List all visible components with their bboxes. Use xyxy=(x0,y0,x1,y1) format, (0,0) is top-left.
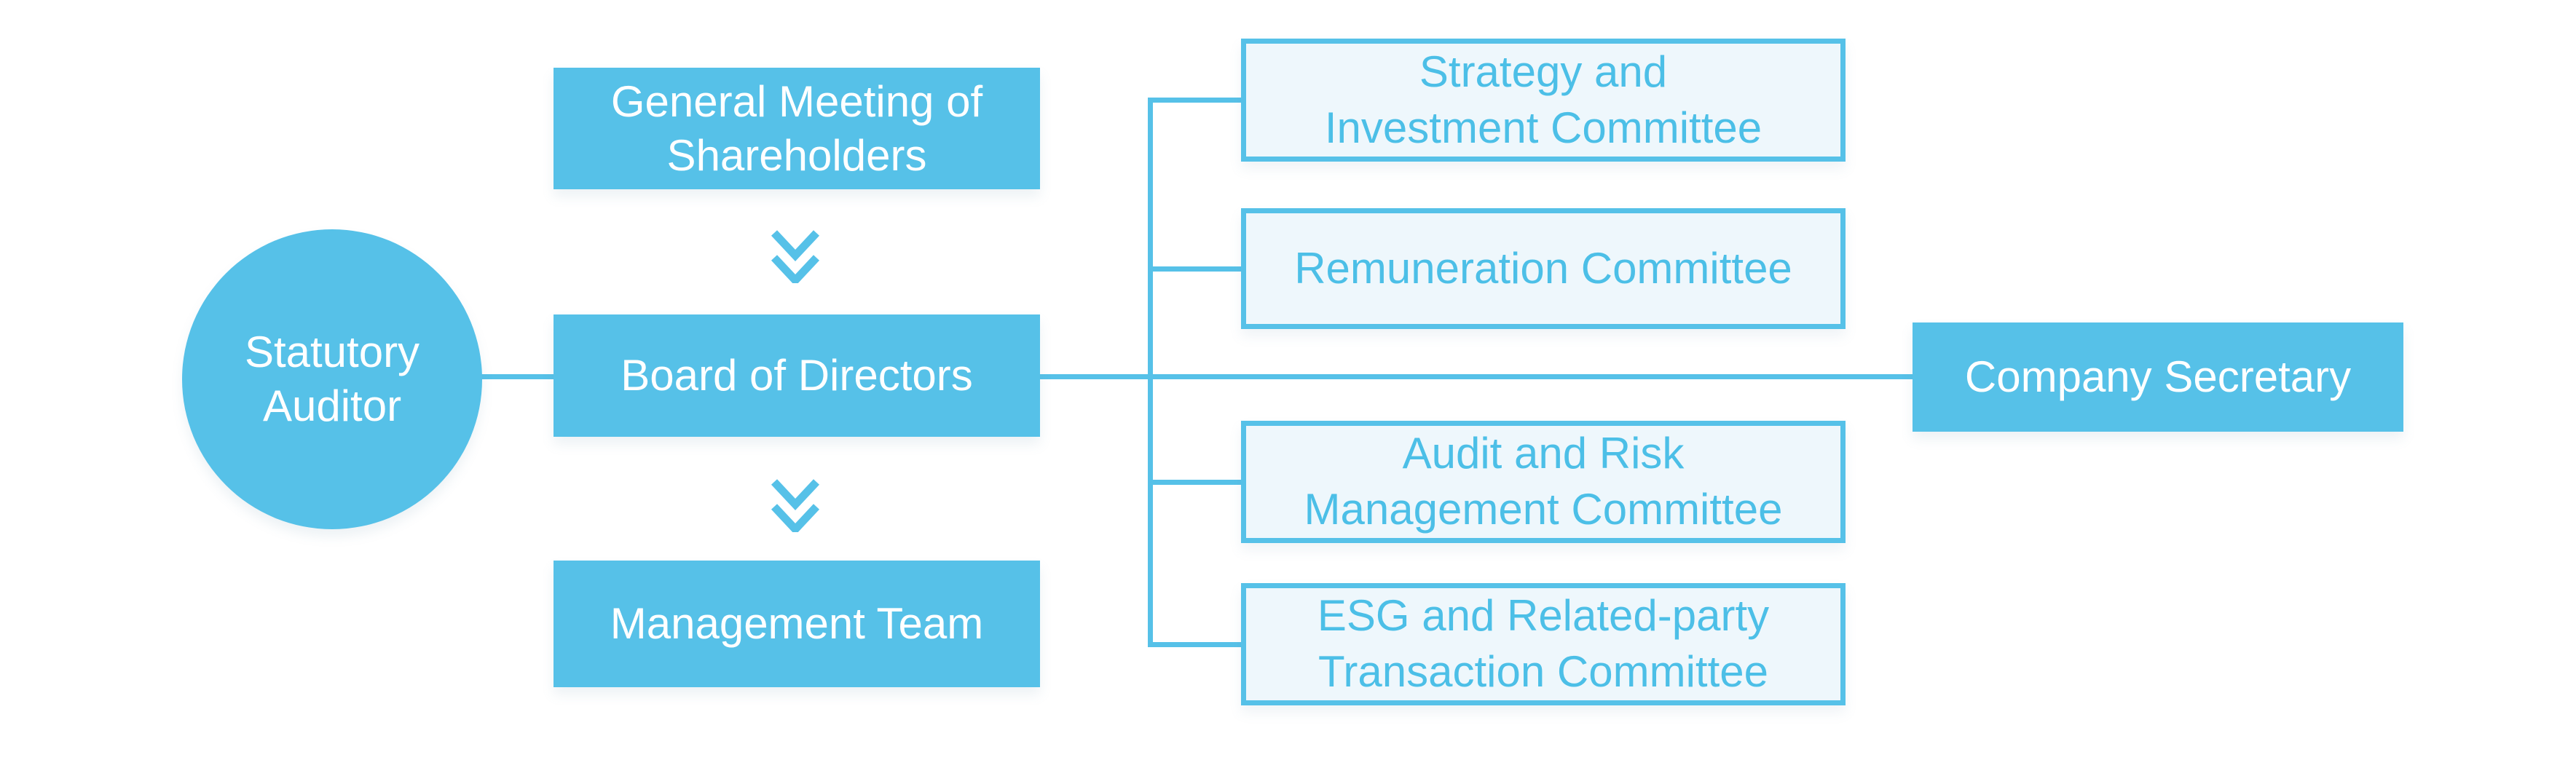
general-meeting-label: General Meeting of Shareholders xyxy=(610,76,983,180)
audit-risk-management-committee-label: Audit and Risk Management Committee xyxy=(1304,429,1783,534)
statutory-auditor-label: Statutory Auditor xyxy=(244,328,420,430)
strategy-investment-committee-label: Strategy and Investment Committee xyxy=(1324,47,1762,152)
node-board-of-directors: Board of Directors xyxy=(554,314,1040,437)
board-of-directors-label: Board of Directors xyxy=(621,351,973,400)
connector-branch-remuneration xyxy=(1148,266,1242,272)
connector-branch-esg xyxy=(1148,642,1242,647)
double-chevron-down-icon xyxy=(770,478,821,532)
connector-auditor-board xyxy=(477,374,555,379)
node-strategy-investment-committee: Strategy and Investment Committee xyxy=(1241,39,1846,162)
connector-committee-trunk xyxy=(1148,98,1153,647)
node-management-team: Management Team xyxy=(554,561,1040,687)
node-audit-risk-management-committee: Audit and Risk Management Committee xyxy=(1241,421,1846,543)
node-esg-related-party-transaction-committee: ESG and Related-party Transaction Commit… xyxy=(1241,583,1846,705)
remuneration-committee-label: Remuneration Committee xyxy=(1294,243,1792,293)
node-remuneration-committee: Remuneration Committee xyxy=(1241,208,1846,329)
node-company-secretary: Company Secretary xyxy=(1913,322,2403,432)
management-team-label: Management Team xyxy=(610,599,984,649)
esg-related-party-transaction-committee-label: ESG and Related-party Transaction Commit… xyxy=(1317,591,1770,696)
connector-branch-audit xyxy=(1148,480,1242,485)
connector-board-secretary xyxy=(1040,374,1914,379)
double-chevron-down-icon xyxy=(770,229,821,283)
node-general-meeting-of-shareholders: General Meeting of Shareholders xyxy=(554,68,1040,189)
company-secretary-label: Company Secretary xyxy=(1964,352,2352,402)
node-statutory-auditor: Statutory Auditor xyxy=(182,229,482,529)
connector-branch-strategy xyxy=(1148,98,1242,103)
